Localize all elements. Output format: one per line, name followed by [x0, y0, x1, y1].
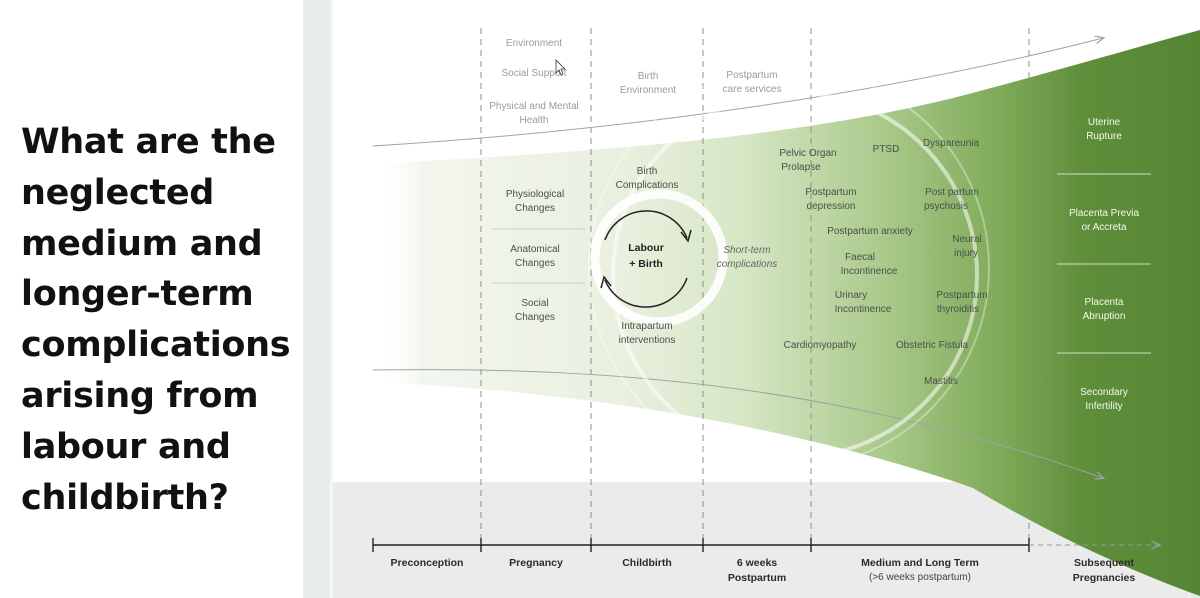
secondary-infertility-line2: Infertility — [1085, 401, 1122, 412]
mastitis: Mastitis — [924, 376, 958, 387]
postpartum-thyroiditis-line2: thyroiditis — [937, 304, 979, 315]
post-partum-psychosis-line1: Post partum — [925, 187, 979, 198]
faecal-incontinence-line2: Incontinence — [841, 266, 898, 277]
labour-cycle-arrow-top — [604, 210, 688, 241]
social-changes-line2: Changes — [515, 312, 555, 323]
postpartum-depression-line1: Postpartum — [805, 187, 856, 198]
postpartum-anxiety: Postpartum anxiety — [827, 226, 913, 237]
physiological-changes-line2: Changes — [515, 203, 555, 214]
title-panel: What are the neglected medium and longer… — [0, 0, 303, 598]
timeline-subsequent-sub: Pregnancies — [1073, 572, 1136, 584]
urinary-incontinence-line2: Incontinence — [835, 304, 892, 315]
placenta-previa-line2: or Accreta — [1081, 222, 1126, 233]
bottom-flow-arrow — [372, 369, 1103, 478]
timeline-pregnancy: Pregnancy — [509, 557, 563, 569]
placenta-previa-line1: Placenta Previa — [1069, 208, 1139, 219]
post-partum-psychosis-line2: psychosis — [924, 201, 968, 212]
timeline-childbirth: Childbirth — [622, 557, 672, 569]
uterine-rupture-line2: Rupture — [1086, 131, 1122, 142]
secondary-infertility-line1: Secondary — [1080, 387, 1128, 398]
postpartum-depression-line2: depression — [807, 201, 856, 212]
placenta-abruption-line1: Placenta — [1085, 297, 1124, 308]
birth-environment-line2: Environment — [620, 85, 676, 96]
birth-complications-line1: Birth — [637, 166, 658, 177]
inner-ring — [588, 67, 990, 469]
obstetric-fistula: Obstetric Fistula — [896, 340, 969, 351]
postpartum-care-line2: care services — [723, 84, 782, 95]
anatomical-changes-line2: Changes — [515, 258, 555, 269]
outcome-separators — [1057, 173, 1151, 354]
ptsd: PTSD — [873, 144, 900, 155]
timeline-axis — [372, 538, 1030, 552]
intrapartum-line1: Intrapartum — [621, 321, 672, 332]
placenta-abruption-line2: Abruption — [1083, 311, 1126, 322]
slide-divider-inner — [330, 0, 333, 598]
birth-complications-line2: Complications — [616, 180, 679, 191]
timeline-6-weeks: 6 weeks — [737, 557, 777, 569]
cardiomyopathy: Cardiomyopathy — [784, 340, 857, 351]
phase-dividers — [480, 28, 1030, 540]
birth-ring — [590, 189, 728, 327]
timeline-medium-long-term-sub: (>6 weeks postpartum) — [869, 572, 971, 583]
anatomical-changes-line1: Anatomical — [510, 244, 559, 255]
physiological-changes-line1: Physiological — [506, 189, 564, 200]
slide-divider — [303, 0, 333, 598]
labour-birth-line1: Labour — [628, 242, 664, 254]
faecal-incontinence-line1: Faecal — [845, 252, 875, 263]
short-term-line1: Short-term — [723, 245, 770, 256]
labour-cycle-arrowhead-top — [680, 229, 692, 243]
birth-environment-line1: Birth — [638, 71, 659, 82]
postpartum-care-line1: Postpartum — [726, 70, 777, 81]
social-changes-line1: Social — [521, 298, 548, 309]
pelvic-organ-prolapse-line1: Pelvic Organ — [779, 148, 836, 159]
complication-funnel — [373, 30, 1200, 596]
influence-physical-mental-health-line1: Physical and Mental — [489, 101, 579, 112]
timeline-subsequent: Subsequent — [1074, 557, 1135, 569]
labour-cycle-arrow-bottom — [604, 277, 688, 308]
top-flow-arrow — [372, 38, 1103, 147]
labour-birth-line2: + Birth — [629, 258, 663, 270]
short-term-line2: complications — [717, 259, 778, 270]
dyspareunia: Dyspareunia — [923, 138, 980, 149]
influence-environment: Environment — [506, 38, 562, 49]
outer-ring — [611, 91, 979, 459]
labour-cycle-arrowhead-bottom — [600, 275, 612, 289]
pelvic-organ-prolapse-line2: Prolapse — [781, 162, 821, 173]
neural-injury-line2: injury — [954, 248, 978, 259]
neural-injury-line1: Neural — [952, 234, 981, 245]
urinary-incontinence-line1: Urinary — [835, 290, 867, 301]
slide-question: What are the neglected medium and longer… — [21, 122, 291, 518]
intrapartum-line2: interventions — [619, 335, 676, 346]
influence-social-support: Social Support — [501, 68, 566, 79]
mouse-pointer-icon — [555, 59, 566, 76]
lifecourse-diagram: Environment Social Support Physical and … — [333, 28, 1200, 598]
timeline-medium-long-term: Medium and Long Term — [861, 557, 979, 569]
influence-physical-mental-health-line2: Health — [520, 115, 549, 126]
postpartum-thyroiditis-line1: Postpartum — [936, 290, 987, 301]
timeline-preconception: Preconception — [391, 557, 464, 569]
timeline-6-weeks-sub: Postpartum — [728, 572, 786, 584]
uterine-rupture-line1: Uterine — [1088, 117, 1121, 128]
